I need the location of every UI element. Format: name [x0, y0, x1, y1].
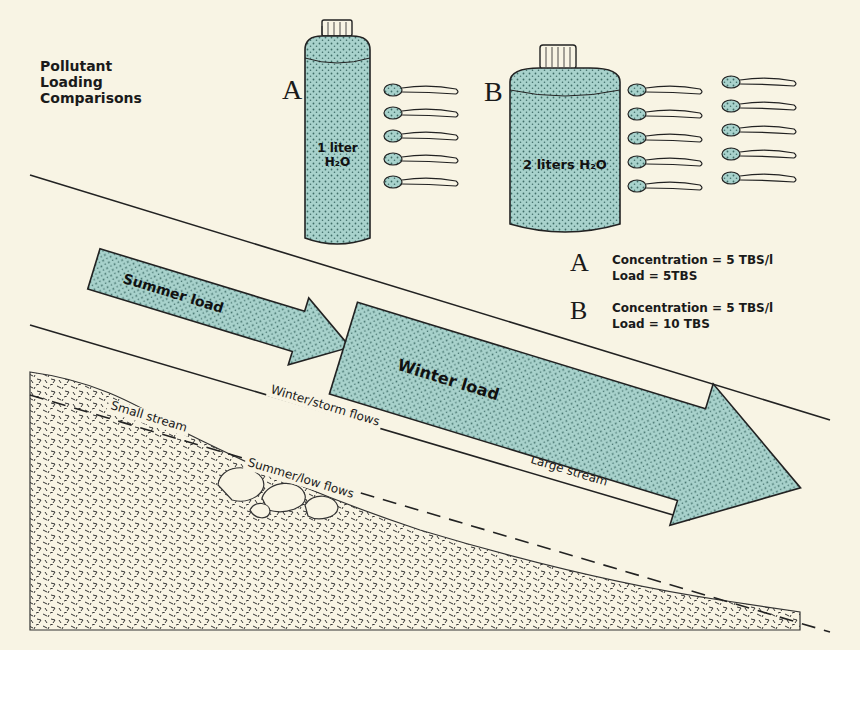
arrow-outline	[322, 277, 822, 558]
tablespoon	[384, 84, 458, 96]
tablespoon	[722, 124, 796, 136]
tablespoon	[384, 130, 458, 142]
tablespoon	[384, 107, 458, 119]
key-letter: A	[570, 248, 589, 278]
tablespoon	[384, 176, 458, 188]
tablespoon	[628, 108, 702, 120]
tablespoon	[628, 84, 702, 96]
arrow-outline	[84, 235, 361, 380]
concentration-note: Concentration = 5 TBS/l	[612, 302, 773, 316]
tablespoon	[722, 148, 796, 160]
large-stream-edge	[30, 175, 830, 420]
load-note: Load = 5TBS	[612, 270, 697, 284]
tablespoon	[722, 100, 796, 112]
tablespoons	[384, 76, 796, 192]
load-note: Load = 10 TBS	[612, 318, 710, 332]
tablespoon	[628, 180, 702, 192]
concentration-note: Concentration = 5 TBS/l	[612, 254, 773, 268]
bottle-letter: B	[484, 76, 503, 108]
tablespoon	[628, 156, 702, 168]
bottle-b	[510, 45, 620, 232]
bottle-contents: 1 liter H₂O	[307, 120, 368, 190]
paper-ground	[0, 0, 860, 650]
tablespoon	[628, 132, 702, 144]
bottle-contents: 2 liters H₂O	[512, 135, 618, 195]
key-letter: B	[570, 296, 587, 326]
tablespoon	[384, 153, 458, 165]
tablespoon	[722, 76, 796, 88]
bottle-a	[305, 20, 370, 244]
tablespoon	[722, 172, 796, 184]
bottle-label: 2 liters H₂O	[523, 157, 607, 173]
bottle-label: 1 liter H₂O	[310, 141, 365, 170]
bottle-letter: A	[282, 74, 302, 106]
diagram-title: Pollutant Loading Comparisons	[40, 58, 170, 106]
